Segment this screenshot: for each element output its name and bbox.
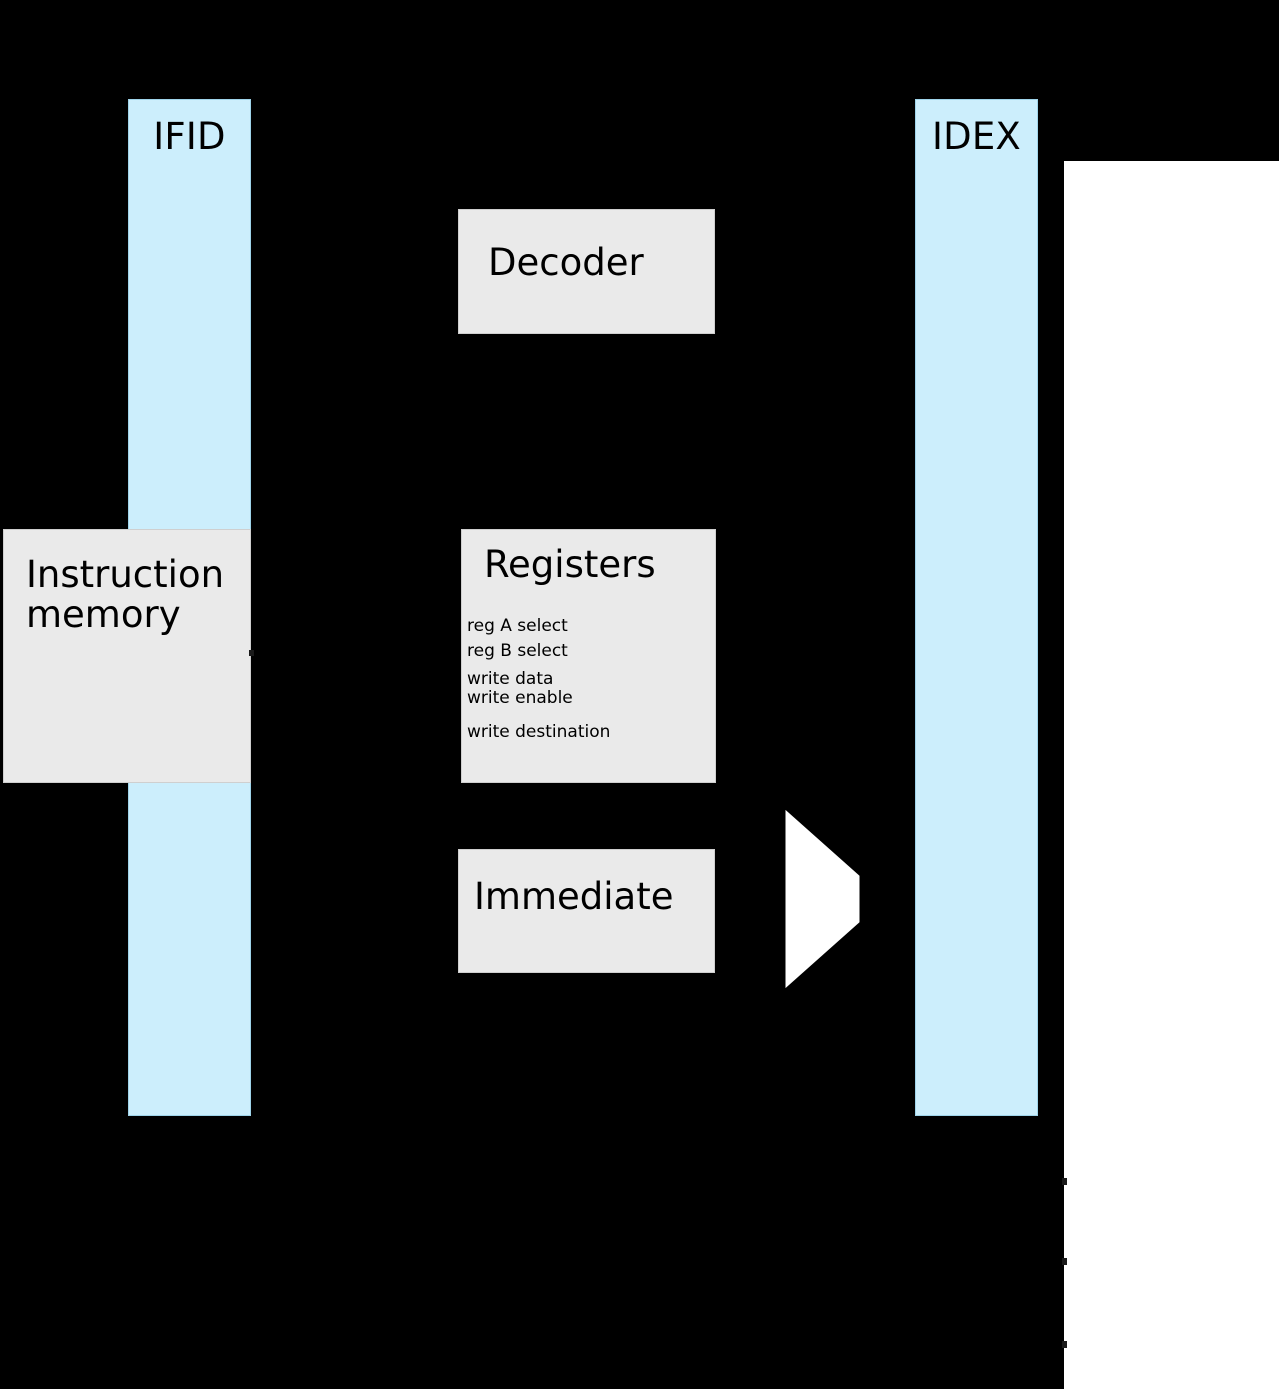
unit-instruction-memory-label: Instruction memory (26, 553, 225, 636)
pipeline-register-idex-label: IDEX (932, 115, 1021, 158)
unit-decoder-label: Decoder (488, 241, 644, 284)
unit-registers[interactable]: Registers reg A select reg B select writ… (461, 529, 716, 783)
blank-right-panel (1064, 161, 1279, 1389)
unit-decoder[interactable]: Decoder (458, 209, 715, 334)
port-reg-a-select: reg A select (467, 616, 568, 636)
pipeline-register-idex[interactable]: IDEX (915, 99, 1038, 1116)
operand-mux-shape (785, 810, 860, 988)
port-reg-b-select: reg B select (467, 641, 568, 661)
unit-immediate-label: Immediate (474, 875, 674, 918)
port-write-data: write data (467, 669, 554, 689)
port-write-enable: write enable (467, 688, 573, 708)
pipeline-register-ifid-label: IFID (153, 115, 226, 158)
unit-instruction-memory[interactable]: Instruction memory (3, 529, 251, 783)
unit-immediate[interactable]: Immediate (458, 849, 715, 973)
operand-mux[interactable] (785, 810, 861, 988)
port-write-destination: write destination (467, 722, 611, 742)
connector-stub-panel-left-middle (1062, 1258, 1067, 1265)
connector-stub-panel-left-upper (1062, 1178, 1067, 1185)
unit-registers-label: Registers (484, 543, 656, 586)
connector-stub-instruction-memory-right (249, 650, 254, 656)
connector-stub-panel-left-lower (1062, 1341, 1067, 1348)
